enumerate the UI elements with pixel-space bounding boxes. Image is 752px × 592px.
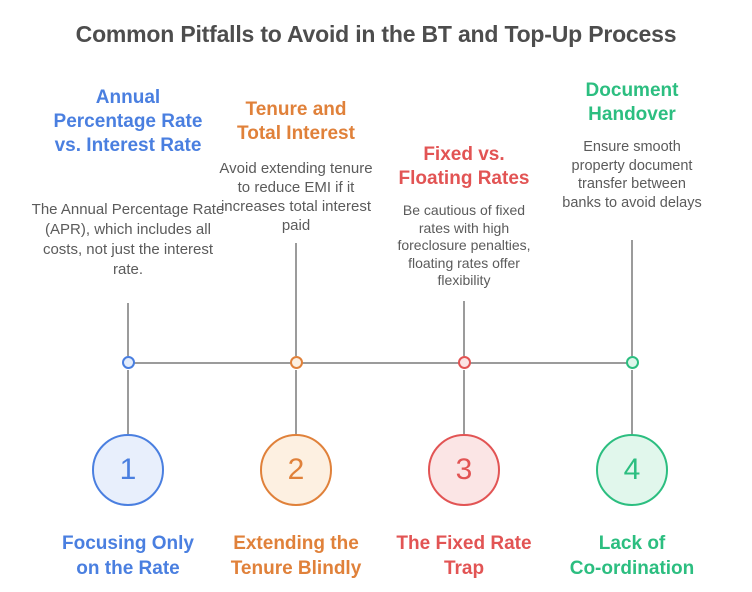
timeline-dot bbox=[625, 356, 639, 369]
column-description: Be cautious of fixed rates with high for… bbox=[397, 202, 531, 288]
column-heading: Document Handover bbox=[585, 80, 679, 125]
column-label: Focusing Only on the Rate bbox=[62, 533, 194, 579]
step-number: 3 bbox=[455, 453, 473, 486]
connector-line-top bbox=[631, 240, 633, 356]
column-label: Extending the Tenure Blindly bbox=[230, 533, 362, 579]
step-number: 2 bbox=[287, 453, 305, 486]
connector-line-top bbox=[295, 243, 297, 356]
step-number: 1 bbox=[119, 453, 137, 486]
timeline-line bbox=[128, 362, 632, 364]
column-label: Lack of Co‑ordination bbox=[569, 533, 695, 579]
step-number: 4 bbox=[623, 453, 641, 486]
pitfall-column-1: Annual Percentage Rate vs. Interest Rate… bbox=[32, 0, 225, 592]
step-number-circle: 4 bbox=[596, 434, 668, 506]
connector-line-top bbox=[463, 301, 465, 356]
step-number-circle: 3 bbox=[428, 434, 500, 506]
column-heading: Tenure and Total Interest bbox=[237, 99, 355, 144]
column-label: The Fixed Rate Trap bbox=[396, 533, 532, 579]
connector-line-bottom bbox=[631, 370, 633, 434]
column-description: Ensure smooth property document transfer… bbox=[562, 139, 702, 211]
connector-line-top bbox=[127, 303, 129, 356]
column-heading: Fixed vs. Floating Rates bbox=[398, 144, 530, 189]
column-heading: Annual Percentage Rate vs. Interest Rate bbox=[53, 87, 203, 156]
pitfall-column-3: Fixed vs. Floating Rates Be cautious of … bbox=[369, 0, 559, 592]
pitfall-column-2: Tenure and Total Interest Avoid extendin… bbox=[201, 0, 391, 592]
timeline-dot bbox=[121, 356, 135, 369]
connector-line-bottom bbox=[463, 370, 465, 434]
column-description: The Annual Percentage Rate (APR), which … bbox=[31, 201, 225, 278]
pitfall-column-4: Document Handover Ensure smooth property… bbox=[537, 0, 727, 592]
timeline-dot bbox=[457, 356, 471, 369]
connector-line-bottom bbox=[127, 370, 129, 434]
page-title: Common Pitfalls to Avoid in the BT and T… bbox=[75, 21, 677, 47]
column-description: Avoid extending tenure to reduce EMI if … bbox=[219, 160, 373, 234]
timeline-dot bbox=[289, 356, 303, 369]
step-number-circle: 2 bbox=[260, 434, 332, 506]
step-number-circle: 1 bbox=[92, 434, 164, 506]
connector-line-bottom bbox=[295, 370, 297, 434]
